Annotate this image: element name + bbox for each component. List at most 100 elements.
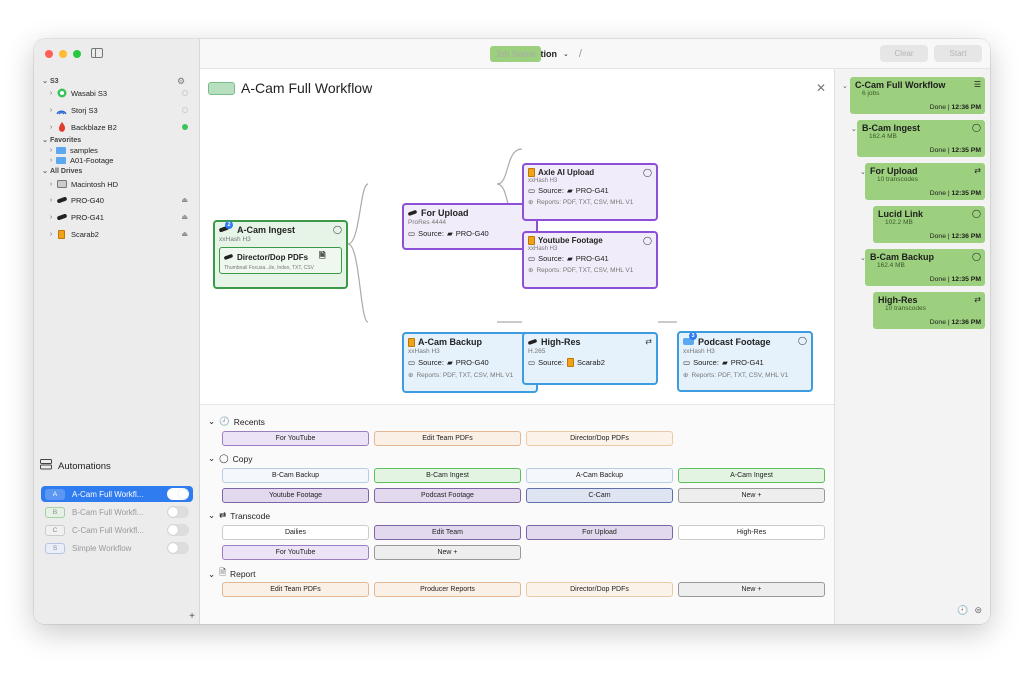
filter-icon[interactable]: ⊜ [974,605,982,615]
report-section-header[interactable]: ⌄🗎Report [208,567,256,579]
ssd-drive-icon [408,208,418,218]
all-drives-section-header[interactable]: ⌄All Drives [40,164,82,178]
chevron-down-icon[interactable]: ⌄ [842,83,848,90]
automation-toggle[interactable] [167,488,189,500]
node-subtitle: xxHash H3 [528,178,558,184]
sidebar-item-storj[interactable]: ›Storj S3 [46,103,200,117]
job-card[interactable]: High-Res 10 transcodes ⇄ Done | 12:36 PM [873,292,985,329]
external-drive-icon [528,236,535,245]
node-source-row[interactable]: ▭Source:▰PRO-G40⌄ [408,358,532,367]
preset-chip[interactable]: Dailies [222,525,369,540]
new-copy-button[interactable]: New + [678,488,825,503]
eject-icon[interactable]: ⏏ [181,214,188,221]
chevron-down-icon: ⌄ [42,137,48,144]
node-youtube-footage[interactable]: Youtube Footage ◯ xxHash H3 ▭Source:▰PRO… [522,231,658,289]
chevron-down-icon[interactable]: ⌄ [851,126,857,133]
node-a-cam-backup[interactable]: A-Cam Backup ◯ xxHash H3 ▭Source:▰PRO-G4… [402,332,538,393]
chevron-down-icon[interactable]: ⌄ [860,169,866,176]
new-report-button[interactable]: New + [678,582,825,597]
node-source-row[interactable]: ▭Source:▰PRO-G41 [683,358,764,367]
job-card[interactable]: For Upload 10 transcodes ⇄ Done | 12:35 … [865,163,985,200]
node-source-row[interactable]: ▭Source:▰PRO-G40⌄ [408,229,532,238]
workflow-color-swatch[interactable] [208,81,235,95]
job-card[interactable]: C-Cam Full Workflow 6 jobs ☰ Done | 12:3… [850,77,985,114]
preset-chip[interactable]: For YouTube [222,545,369,560]
sidebar-item-scarab2[interactable]: ›Scarab2⏏ [46,227,200,241]
preset-chip[interactable]: High-Res [678,525,825,540]
transcode-section-header[interactable]: ⌄⇄Transcode [208,510,271,521]
sidebar-toggle-icon[interactable] [91,48,103,58]
globe-icon: ⊕ [408,372,414,379]
favorites-section-header[interactable]: ⌄Favorites [40,133,81,147]
preset-chip[interactable]: Youtube Footage [222,488,369,503]
preset-chip[interactable]: B-Cam Ingest [374,468,521,483]
node-a-cam-ingest[interactable]: 2 A-Cam Ingest ◯ xxHash H3 Director/Dop … [213,220,348,289]
preset-chip[interactable]: Edit Team [374,525,521,540]
preset-chip[interactable]: Director/Dop PDFs [526,431,673,446]
job-card[interactable]: Lucid Link 102.2 MB ◯ Done | 12:36 PM [873,206,985,243]
sidebar-item-wasabi[interactable]: ›Wasabi S3 [46,86,200,100]
automation-item-c-cam[interactable]: C C-Cam Full Workfl... [41,522,193,538]
preset-chip[interactable]: A-Cam Backup [526,468,673,483]
node-source-row[interactable]: ▭Source:▰PRO-G41 [528,254,609,263]
eject-icon[interactable]: ⏏ [181,231,188,238]
clear-button[interactable]: Clear [880,45,928,62]
job-card[interactable]: B-Cam Ingest 162.4 MB ◯ Done | 12:35 PM [857,120,985,157]
node-subtitle: H.265 [528,348,546,355]
automation-toggle[interactable] [167,542,189,554]
preset-chip[interactable]: B-Cam Backup [222,468,369,483]
sidebar-item-a01-footage[interactable]: ›A01-Footage [46,153,114,167]
s3-section-header[interactable]: ⌄S3 [40,74,59,88]
ssd-drive-icon: ▰ [446,229,453,238]
minimize-window-button[interactable] [59,50,67,58]
automation-item-simple[interactable]: S Simple Workflow [41,540,193,556]
history-icon[interactable]: 🕘 [957,605,969,615]
node-axle-ai-upload[interactable]: Axle AI Upload ◯ xxHash H3 ▭Source:▰PRO-… [522,163,658,221]
close-icon[interactable]: ✕ [815,81,826,95]
close-window-button[interactable] [45,50,53,58]
sidebar-item-samples[interactable]: ›samples [46,143,98,157]
new-transcode-button[interactable]: New + [374,545,521,560]
automation-toggle[interactable] [167,524,189,536]
zoom-window-button[interactable] [73,50,81,58]
node-director-dop-pdfs[interactable]: Director/Dop PDFs🗎 Thumbnail Focusa...il… [219,247,342,274]
eject-icon[interactable]: ⏏ [181,197,188,204]
automation-item-b-cam[interactable]: B B-Cam Full Workfl... [41,504,193,520]
node-source-row[interactable]: ▭Source:▰PRO-G41 [528,186,609,195]
preset-chip[interactable]: C-Cam [526,488,673,503]
preset-chip[interactable]: A-Cam Ingest [678,468,825,483]
automation-toggle[interactable] [167,506,189,518]
add-automation-button[interactable]: + [189,611,195,622]
automation-item-a-cam[interactable]: A A-Cam Full Workfl... [41,486,193,502]
job-name-field[interactable]: Job Name [490,46,542,62]
folder-outline-icon: ▭ [408,358,416,367]
node-title: A-Cam Backup [408,337,532,347]
node-for-upload[interactable]: For Upload ⇄ ProRes 4444 ▭Source:▰PRO-G4… [402,203,538,250]
chevron-down-icon[interactable]: ⌄ [860,255,866,262]
sidebar-item-backblaze[interactable]: ›Backblaze B2 [46,120,200,134]
preset-chip[interactable]: For YouTube [222,431,369,446]
sidebar-item-macintosh-hd[interactable]: ›Macintosh HD [46,177,200,191]
preset-chip[interactable]: Edit Team PDFs [374,431,521,446]
chevron-down-icon: ⌄ [563,51,569,58]
recents-section-header[interactable]: ⌄🕘Recents [208,416,265,427]
preset-chip[interactable]: For Upload [526,525,673,540]
sidebar-item-pro-g40[interactable]: ›PRO-G40⏏ [46,193,200,207]
job-status: Done | 12:35 PM [929,190,981,197]
preset-chip[interactable]: Edit Team PDFs [222,582,369,597]
node-high-res[interactable]: High-Res ⇄ H.265 ▭Source:Scarab2 [522,332,658,385]
preset-chip[interactable]: Producer Reports [374,582,521,597]
gear-icon[interactable]: ⚙ [177,76,186,86]
globe-icon: ⊕ [683,372,689,379]
preset-chip[interactable]: Podcast Footage [374,488,521,503]
job-card[interactable]: B-Cam Backup 162.4 MB ◯ Done | 12:35 PM [865,249,985,286]
preset-chip[interactable]: Director/Dop PDFs [526,582,673,597]
folder-outline-icon: ▭ [408,229,416,238]
sidebar-item-pro-g41[interactable]: ›PRO-G41⏏ [46,210,200,224]
copy-section-header[interactable]: ⌄◯Copy [208,453,253,464]
storj-logo-icon [56,105,67,115]
node-source-row[interactable]: ▭Source:Scarab2 [528,358,605,367]
start-button[interactable]: Start [934,45,982,62]
